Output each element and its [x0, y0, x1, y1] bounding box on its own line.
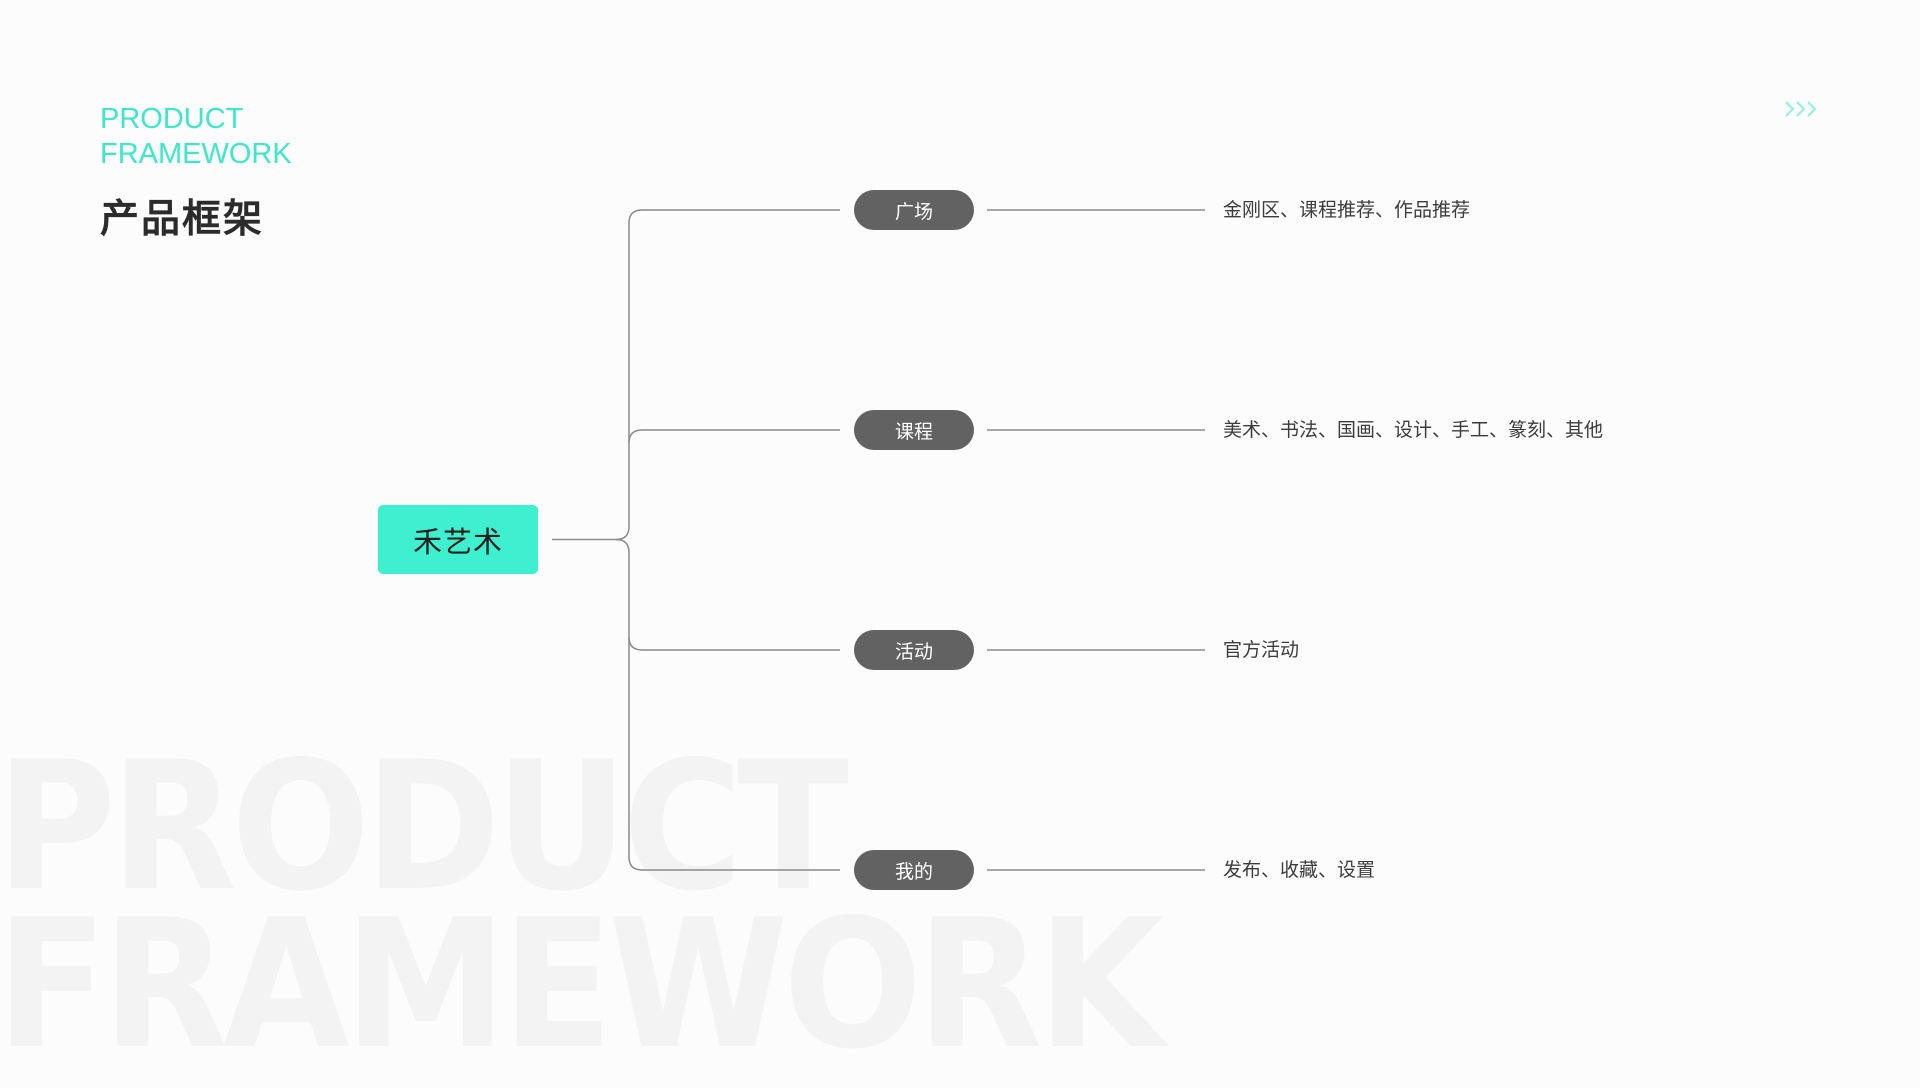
branch-detail-courses: 美术、书法、国画、设计、手工、篆刻、其他 [1223, 419, 1604, 441]
branch-detail-activities: 官方活动 [1223, 639, 1300, 661]
connector-branch-4 [615, 538, 840, 871]
branch-pill-mine: 我的 [854, 850, 974, 890]
connector-branch-1 [615, 209, 840, 541]
branch-pill-courses: 课程 [854, 410, 974, 450]
section-eyebrow: PRODUCT FRAMEWORK [100, 102, 292, 172]
page-title: 产品框架 [100, 197, 265, 242]
background-watermark: PRODUCT FRAMEWORK [0, 723, 1164, 1088]
eyebrow-line-1: PRODUCT [100, 103, 244, 135]
eyebrow-line-2: FRAMEWORK [100, 138, 292, 170]
branch-detail-plaza: 金刚区、课程推荐、作品推荐 [1223, 199, 1471, 221]
branch-detail-mine: 发布、收藏、设置 [1223, 859, 1376, 881]
watermark-line-1: PRODUCT [0, 723, 849, 930]
root-node: 禾艺术 [378, 505, 538, 574]
branch-pill-plaza: 广场 [854, 190, 974, 230]
triple-chevron-right-icon[interactable] [1782, 94, 1822, 124]
watermark-line-2: FRAMEWORK [0, 881, 1164, 1088]
connector-branch-2 [628, 429, 840, 444]
connector-branch-3 [628, 636, 840, 651]
branch-pill-activities: 活动 [854, 630, 974, 670]
